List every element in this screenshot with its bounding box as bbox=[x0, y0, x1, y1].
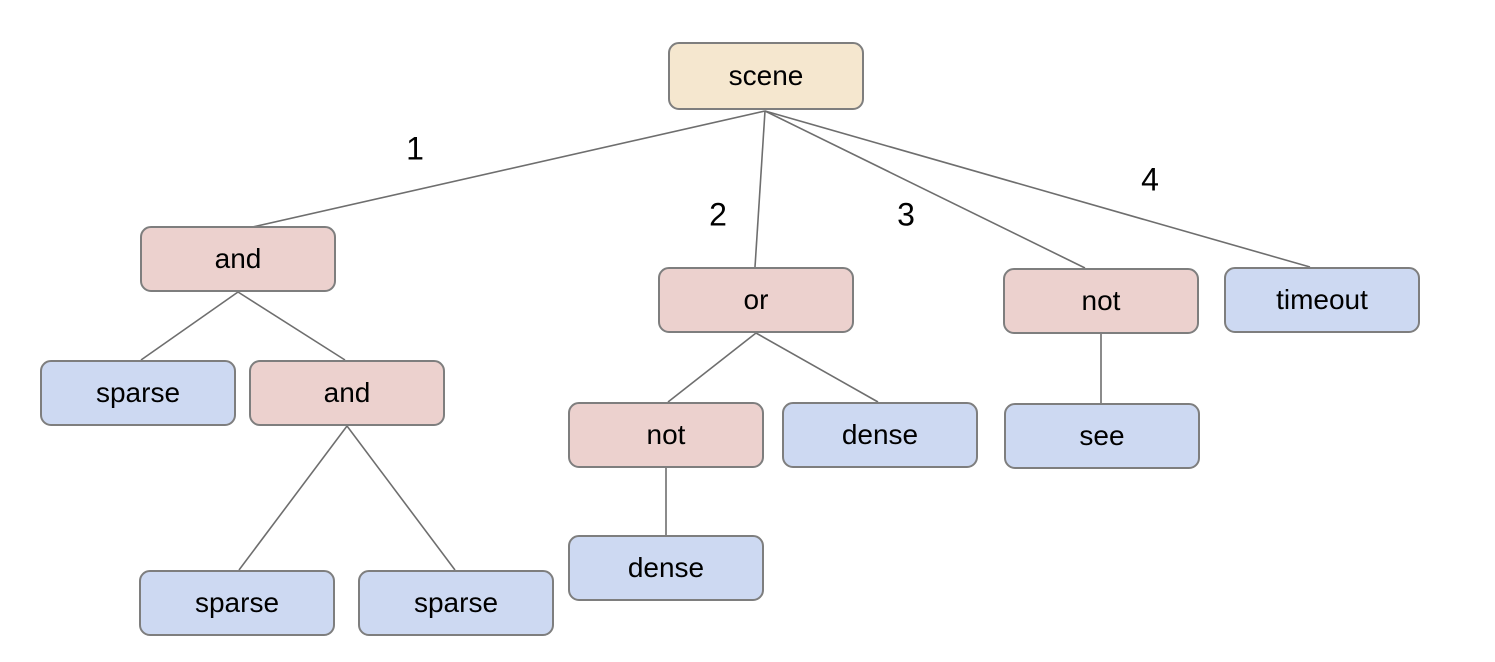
node-not-1: not bbox=[1003, 268, 1199, 334]
edge-scene-timeout bbox=[764, 110, 1311, 268]
edge-and2-sparse3 bbox=[346, 425, 456, 571]
edge-label-4: 4 bbox=[1141, 161, 1159, 198]
node-see: see bbox=[1004, 403, 1200, 469]
node-sparse-3: sparse bbox=[358, 570, 554, 636]
edge-scene-not1 bbox=[764, 110, 1086, 269]
node-or-1: or bbox=[658, 267, 854, 333]
edge-label-3: 3 bbox=[897, 196, 915, 233]
edge-and1-and2 bbox=[237, 291, 346, 361]
node-and-2: and bbox=[249, 360, 445, 426]
node-and-1: and bbox=[140, 226, 336, 292]
edge-and2-sparse2 bbox=[238, 425, 348, 571]
node-scene: scene bbox=[668, 42, 864, 110]
edge-scene-or1 bbox=[754, 110, 766, 268]
node-not-2: not bbox=[568, 402, 764, 468]
edge-label-1: 1 bbox=[406, 130, 424, 167]
node-sparse-1: sparse bbox=[40, 360, 236, 426]
edge-and1-sparse1 bbox=[140, 291, 239, 361]
node-dense-1: dense bbox=[782, 402, 978, 468]
edge-or1-dense1 bbox=[755, 332, 879, 403]
node-timeout: timeout bbox=[1224, 267, 1420, 333]
edge-or1-not2 bbox=[667, 332, 757, 403]
node-sparse-2: sparse bbox=[139, 570, 335, 636]
edge-scene-and1 bbox=[247, 110, 766, 229]
node-dense-2: dense bbox=[568, 535, 764, 601]
edge-label-2: 2 bbox=[709, 196, 727, 233]
